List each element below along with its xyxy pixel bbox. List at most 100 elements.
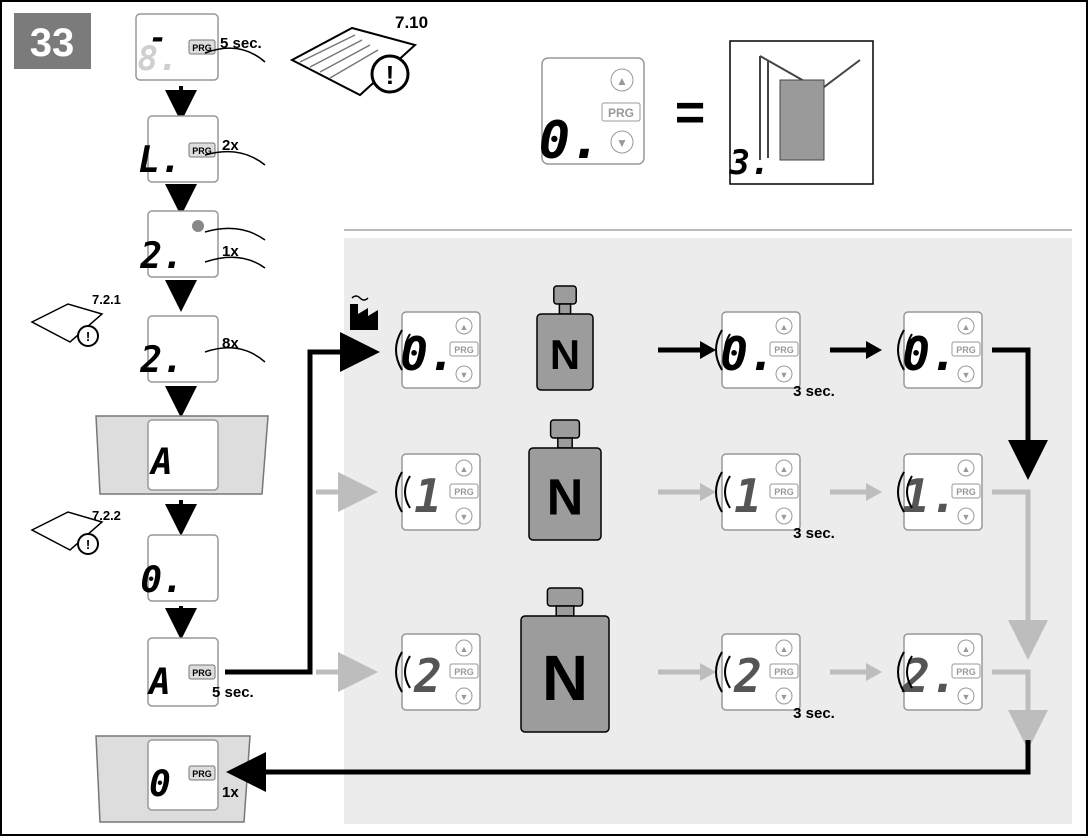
signal-waves — [724, 655, 731, 689]
signal-waves — [715, 651, 723, 693]
down-button-icon — [775, 687, 793, 705]
finger-icon — [204, 150, 266, 166]
equation: 0. ▲ PRG ▼ = 3. — [539, 40, 874, 185]
prg-label: PRG — [774, 345, 794, 355]
flow-line-main — [225, 332, 380, 675]
step-number: 33 — [30, 21, 75, 65]
up-button-icon — [775, 317, 793, 335]
signal-waves — [404, 475, 411, 509]
prg-label: PRG — [454, 345, 474, 355]
prg-label: PRG — [192, 43, 212, 53]
display-digit: A — [147, 662, 171, 703]
signal-waves — [395, 329, 403, 371]
prg-button — [951, 663, 981, 679]
prg-label: PRG — [956, 667, 976, 677]
press-count: 1x — [222, 243, 239, 260]
prg-button — [449, 663, 479, 679]
manual-ref-top: 7.10 — [395, 13, 428, 32]
up-button-icon — [775, 639, 793, 657]
flow-line-return-2 — [992, 489, 1048, 660]
prg-button — [601, 102, 641, 122]
prg-button — [951, 483, 981, 499]
display-digit: A — [149, 442, 173, 483]
display-digit: 0 — [149, 764, 171, 805]
up-label: ▲ — [780, 644, 789, 654]
controller-unit — [147, 419, 219, 491]
signal-waves — [724, 333, 731, 367]
weight-label: N — [550, 331, 580, 378]
press-count: 1x — [222, 784, 239, 801]
dim-digit: 8. — [138, 39, 179, 79]
hold-time: 3 sec. — [793, 525, 835, 542]
up-label: ▲ — [962, 464, 971, 474]
manual-book-icon: ! — [30, 511, 104, 555]
weight-body — [536, 313, 594, 391]
controller-unit — [147, 739, 219, 811]
up-button-icon — [610, 68, 634, 92]
up-label: ▲ — [962, 644, 971, 654]
up-label: ▲ — [460, 464, 469, 474]
flow-arrow-head — [866, 483, 882, 501]
down-label: ▼ — [460, 512, 469, 522]
prg-button — [188, 39, 216, 55]
down-button-icon — [957, 365, 975, 383]
down-button-icon — [775, 507, 793, 525]
down-button-icon — [610, 130, 634, 154]
down-label: ▼ — [460, 370, 469, 380]
up-label: ▲ — [962, 322, 971, 332]
flow-line-back — [226, 740, 1031, 792]
display-digit: 1 — [734, 469, 762, 523]
up-label: ▲ — [780, 322, 789, 332]
signal-waves — [906, 655, 913, 689]
svg-text:!: ! — [86, 329, 90, 344]
up-button-icon — [775, 459, 793, 477]
display-digit: 2. — [139, 340, 183, 381]
controller-unit — [147, 637, 219, 707]
weight-label: N — [547, 469, 584, 526]
press-count: 8x — [222, 335, 239, 352]
signal-waves — [404, 333, 411, 367]
up-label: ▲ — [780, 464, 789, 474]
signal-waves — [906, 475, 913, 509]
signal-waves — [715, 329, 723, 371]
prg-button — [449, 483, 479, 499]
down-label: ▼ — [460, 692, 469, 702]
signal-waves — [395, 651, 403, 693]
weight-label: N — [542, 642, 588, 714]
svg-text:!: ! — [386, 60, 395, 90]
display-digit: 2 — [733, 649, 762, 703]
prg-label: PRG — [192, 769, 212, 779]
prg-label: PRG — [454, 667, 474, 677]
weight-body — [528, 447, 602, 541]
signal-waves — [395, 471, 403, 513]
signal-waves — [897, 471, 905, 513]
down-label: ▼ — [962, 370, 971, 380]
down-label: ▼ — [780, 692, 789, 702]
prg-button — [188, 765, 216, 781]
finger-icon — [204, 47, 266, 63]
prg-label: PRG — [956, 487, 976, 497]
prg-label: PRG — [774, 487, 794, 497]
flow-line-return-3 — [992, 669, 1048, 750]
weight-handle — [553, 285, 577, 305]
signal-waves — [897, 651, 905, 693]
display-digit: 2 — [413, 649, 442, 703]
prg-button — [769, 663, 799, 679]
up-label: ▲ — [460, 322, 469, 332]
signal-waves — [724, 475, 731, 509]
prg-button — [188, 664, 216, 680]
signal-waves — [897, 329, 905, 371]
controller-unit — [135, 13, 219, 81]
down-label: ▼ — [780, 370, 789, 380]
press-count: 2x — [222, 137, 239, 154]
manual-ref: 7.2.1 — [92, 292, 121, 307]
prg-label: PRG — [454, 487, 474, 497]
prg-button — [769, 483, 799, 499]
manual-ref: 7.2.2 — [92, 508, 121, 523]
display-digit: 1 — [414, 469, 442, 523]
down-button-icon — [455, 365, 473, 383]
down-button-icon — [455, 507, 473, 525]
factory-icon — [350, 295, 378, 330]
